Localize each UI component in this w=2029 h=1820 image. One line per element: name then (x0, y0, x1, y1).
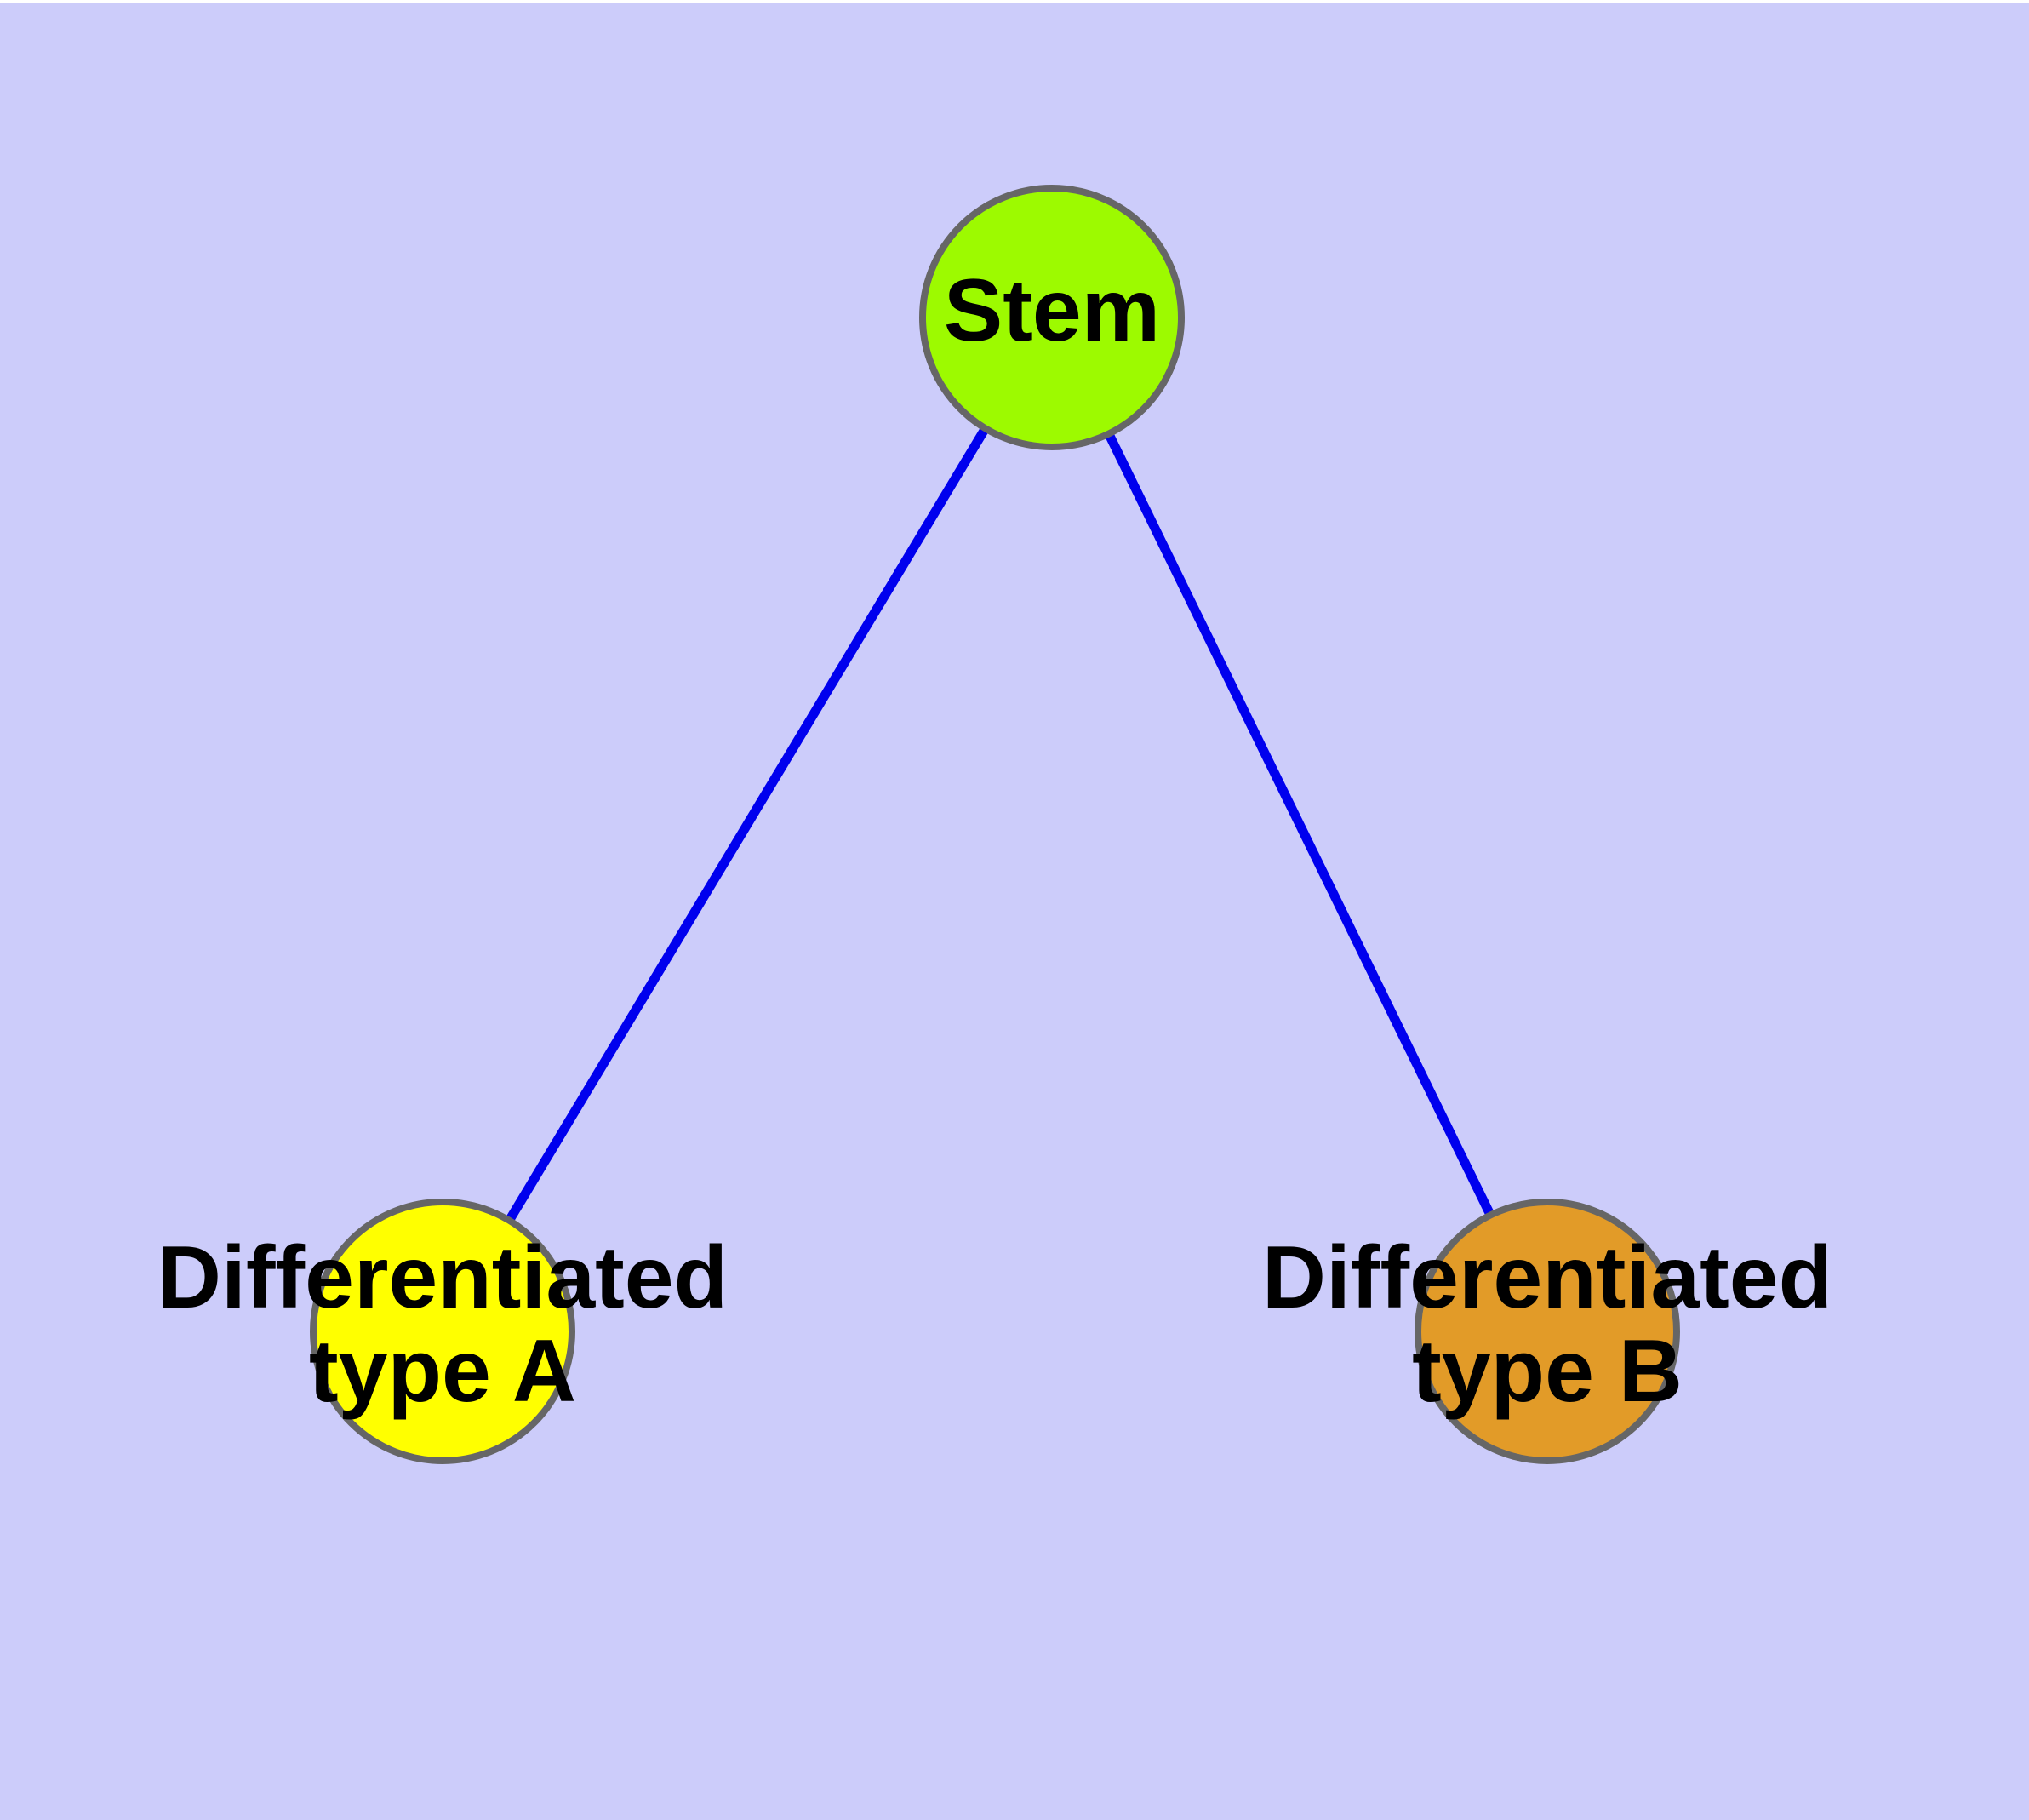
node-label-line: type B (1412, 1322, 1683, 1421)
node-circle-stem[interactable] (919, 185, 1185, 450)
node-label-stem: Stem (944, 261, 1160, 360)
node-circle-diff_a[interactable] (310, 1199, 575, 1464)
edge-layer (505, 426, 1495, 1223)
node-circle-diff_b[interactable] (1415, 1199, 1680, 1464)
node-label-line: type A (309, 1322, 576, 1421)
edge-stem-b[interactable] (1104, 432, 1495, 1217)
node-stem[interactable]: Stem (919, 185, 1185, 450)
node-label-line: Differentiated (157, 1228, 728, 1327)
node-label-line: Differentiated (1262, 1228, 1832, 1327)
edge-stem-a[interactable] (505, 426, 990, 1223)
node-label-line: Stem (944, 261, 1160, 360)
